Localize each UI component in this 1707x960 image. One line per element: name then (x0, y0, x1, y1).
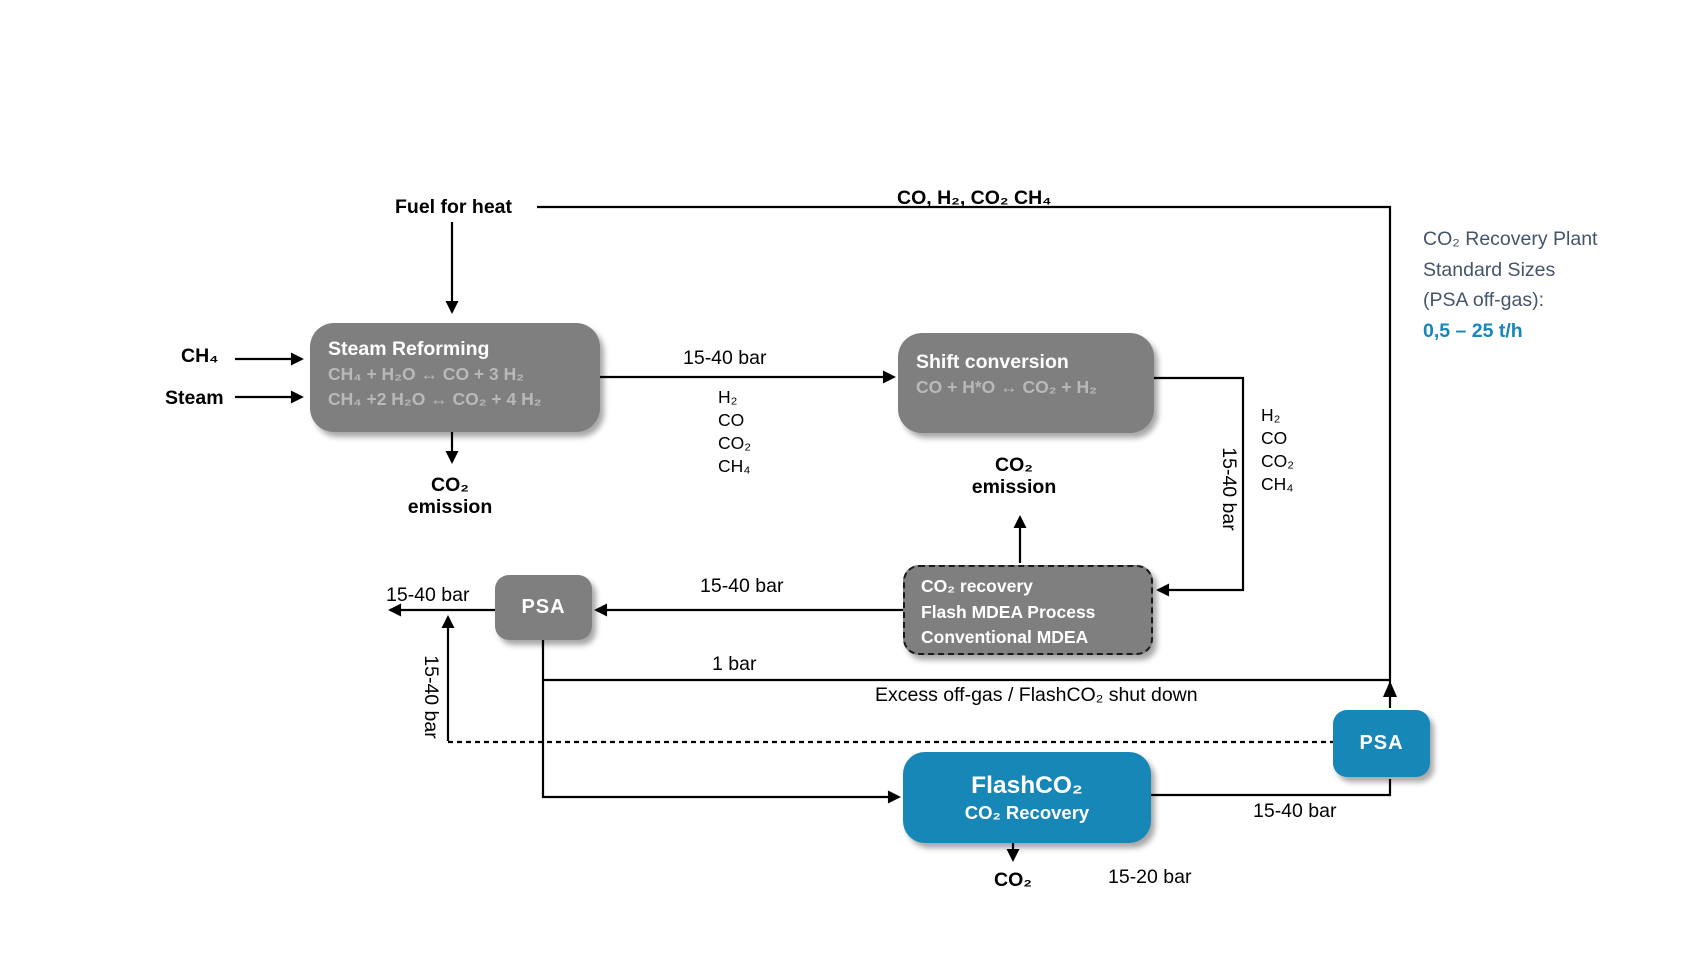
reformer-emission-word: emission (407, 496, 493, 519)
gas-list-right-ch4: CH₄ (1261, 474, 1294, 494)
recovery-emission-co2: CO₂ (995, 454, 1033, 476)
steam-reforming-box: Steam Reforming CH₄ + H₂O ↔ CO + 3 H₂ CH… (310, 323, 600, 432)
pressure-flash-psa: 15-40 bar (1253, 800, 1337, 822)
recovery-emission-word: emission (971, 476, 1057, 499)
reformer-emission-co2: CO₂ (431, 474, 469, 496)
gas-list-mid-ch4: CH₄ (718, 456, 751, 476)
pressure-flash-out: 15-20 bar (1108, 866, 1192, 888)
note-line3: (PSA off-gas): (1423, 289, 1545, 311)
pressure-recovery-psa: 15-40 bar (700, 575, 784, 597)
steam-input-label: Steam (165, 387, 224, 409)
shift-conversion-eq: CO + H*O ↔ CO₂ + H₂ (916, 377, 1097, 397)
flashco2-subtitle: CO₂ Recovery (964, 801, 1090, 823)
flash-to-psa-line (1150, 779, 1392, 797)
excess-offgas-note: Excess off-gas / FlashCO₂ shut down (875, 684, 1198, 706)
gas-list-right-co2: CO₂ (1261, 451, 1295, 471)
co2-recovery-line1: CO₂ recovery (921, 576, 1033, 596)
psa-left-box: PSA (495, 575, 592, 640)
co2-recovery-line3: Conventional MDEA (921, 627, 1089, 647)
flashco2-box: FlashCO₂ CO₂ Recovery (903, 752, 1151, 843)
gas-list-mid-co2: CO₂ (718, 433, 752, 453)
top-offgas-stream-label: CO, H₂, CO₂ CH₄ (897, 187, 1052, 209)
pressure-shift-down: 15-40 bar (1218, 447, 1241, 531)
psa-to-flash-arrow (541, 640, 901, 804)
pressure-psa-out: 15-40 bar (386, 584, 470, 606)
flash-co2-out-label: CO₂ (994, 869, 1032, 891)
steam-reforming-eq1: CH₄ + H₂O ↔ CO + 3 H₂ (328, 364, 525, 384)
reformer-emission-label: CO₂ emission (408, 474, 493, 519)
pressure-one-bar: 1 bar (712, 653, 757, 675)
note-line2: Standard Sizes (1423, 258, 1556, 281)
gas-list-mid-co: CO (718, 410, 745, 430)
note-line1: CO₂ Recovery Plant (1423, 228, 1598, 250)
pressure-reform-shift: 15-40 bar (683, 347, 767, 369)
offgas-recycle-line (537, 205, 1392, 708)
gas-list-mid-h2: H₂ (718, 387, 738, 407)
gas-list-mid: H₂ CO CO₂ CH₄ (718, 386, 751, 478)
co2-recovery-line2: Flash MDEA Process (921, 601, 1096, 622)
shift-to-recovery-arrow (1153, 376, 1245, 597)
psa-left-label: PSA (521, 596, 566, 618)
standard-sizes-note: CO₂ Recovery Plant Standard Sizes (PSA o… (1423, 224, 1597, 346)
flashco2-title: FlashCO₂ (971, 771, 1083, 799)
fuel-for-heat-label: Fuel for heat (395, 196, 513, 218)
recovery-emission-label: CO₂ emission (972, 454, 1057, 499)
gas-list-right: H₂ CO CO₂ CH₄ (1261, 404, 1294, 496)
note-capacity-value: 0,5 – 25 t/h (1423, 319, 1523, 342)
gas-list-right-h2: H₂ (1261, 405, 1281, 425)
ch4-input-label: CH₄ (181, 345, 219, 367)
psa-right-box: PSA (1333, 710, 1430, 777)
shift-conversion-title: Shift conversion (916, 351, 1069, 373)
shift-conversion-box: Shift conversion CO + H*O ↔ CO₂ + H₂ (898, 333, 1154, 433)
steam-reforming-title: Steam Reforming (328, 338, 490, 360)
pressure-recycle-vert: 15-40 bar (420, 655, 443, 739)
up-arrowhead (1383, 681, 1397, 697)
steam-reforming-eq2: CH₄ +2 H₂O ↔ CO₂ + 4 H₂ (328, 389, 542, 409)
co2-recovery-box: CO₂ recovery Flash MDEA Process Conventi… (903, 565, 1153, 655)
psa-right-label: PSA (1359, 732, 1404, 754)
gas-list-right-co: CO (1261, 428, 1288, 448)
